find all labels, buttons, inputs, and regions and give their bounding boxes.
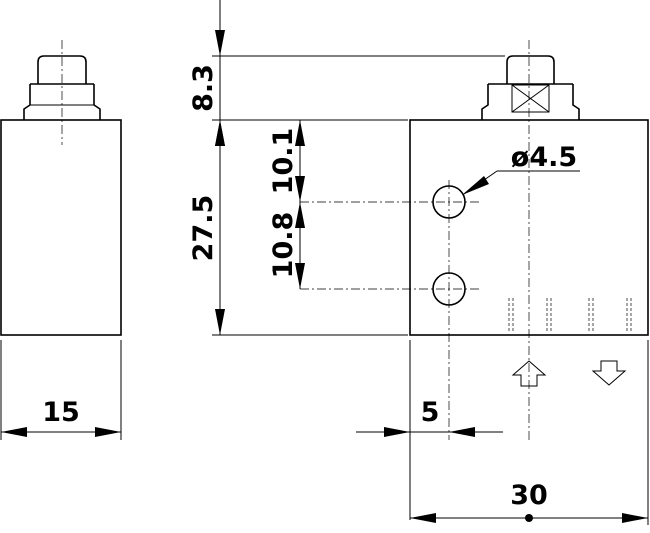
- dimension-plunger-height: 8.3: [188, 0, 505, 146]
- dimension-label-hole-top-offset: 10.1: [268, 128, 299, 195]
- side-view: [0, 40, 122, 336]
- dimension-label-side-width: 15: [42, 397, 80, 428]
- dimension-label-body-width: 30: [510, 480, 548, 511]
- arrowhead-left: [449, 427, 475, 437]
- arrowhead-left: [1, 427, 27, 437]
- dimension-label-hole-edge-offset: 5: [421, 397, 440, 428]
- dimension-side-width: 15: [0, 340, 122, 440]
- arrow-up-icon: [511, 360, 547, 387]
- side-view-collar: [23, 84, 101, 120]
- dimension-label-hole-diameter: ø4.5: [511, 142, 577, 173]
- leader-arrowhead: [462, 176, 489, 195]
- arrowhead-left: [410, 513, 436, 523]
- arrowhead-mid-up: [295, 176, 305, 202]
- front-view-square-window: [511, 84, 550, 113]
- side-view-body: [0, 119, 122, 336]
- dimension-hole-diameter: ø4.5: [462, 142, 580, 195]
- arrowhead-right: [384, 427, 410, 437]
- front-view: [300, 40, 649, 440]
- dimension-label-hole-spacing: 10.8: [268, 212, 299, 279]
- front-view-window-cross-2: [511, 84, 550, 113]
- arrow-down-icon: [591, 360, 627, 386]
- side-view-plunger: [37, 55, 87, 84]
- arrowhead-mid-down: [295, 202, 305, 228]
- arrowhead-down: [215, 30, 225, 56]
- arrowhead-right: [95, 427, 121, 437]
- arrowhead-right: [622, 513, 648, 523]
- dimension-hole-edge-offset: 5: [356, 340, 503, 520]
- dimension-body-height: 27.5: [188, 119, 408, 336]
- front-view-collar: [481, 84, 580, 120]
- arrowhead-top: [295, 120, 305, 146]
- arrowhead-bottom: [215, 309, 225, 335]
- port-hidden-lines: [508, 298, 632, 332]
- front-view-plunger: [506, 55, 555, 84]
- arrowhead-top: [215, 120, 225, 146]
- dimension-label-body-height: 27.5: [188, 195, 219, 262]
- center-marker: [525, 514, 533, 522]
- dimension-hole-positions: 10.1 10.8: [268, 120, 305, 289]
- dimension-label-plunger-height: 8.3: [188, 64, 219, 112]
- dimension-body-width: 30: [410, 340, 649, 525]
- arrowhead-bottom: [295, 263, 305, 289]
